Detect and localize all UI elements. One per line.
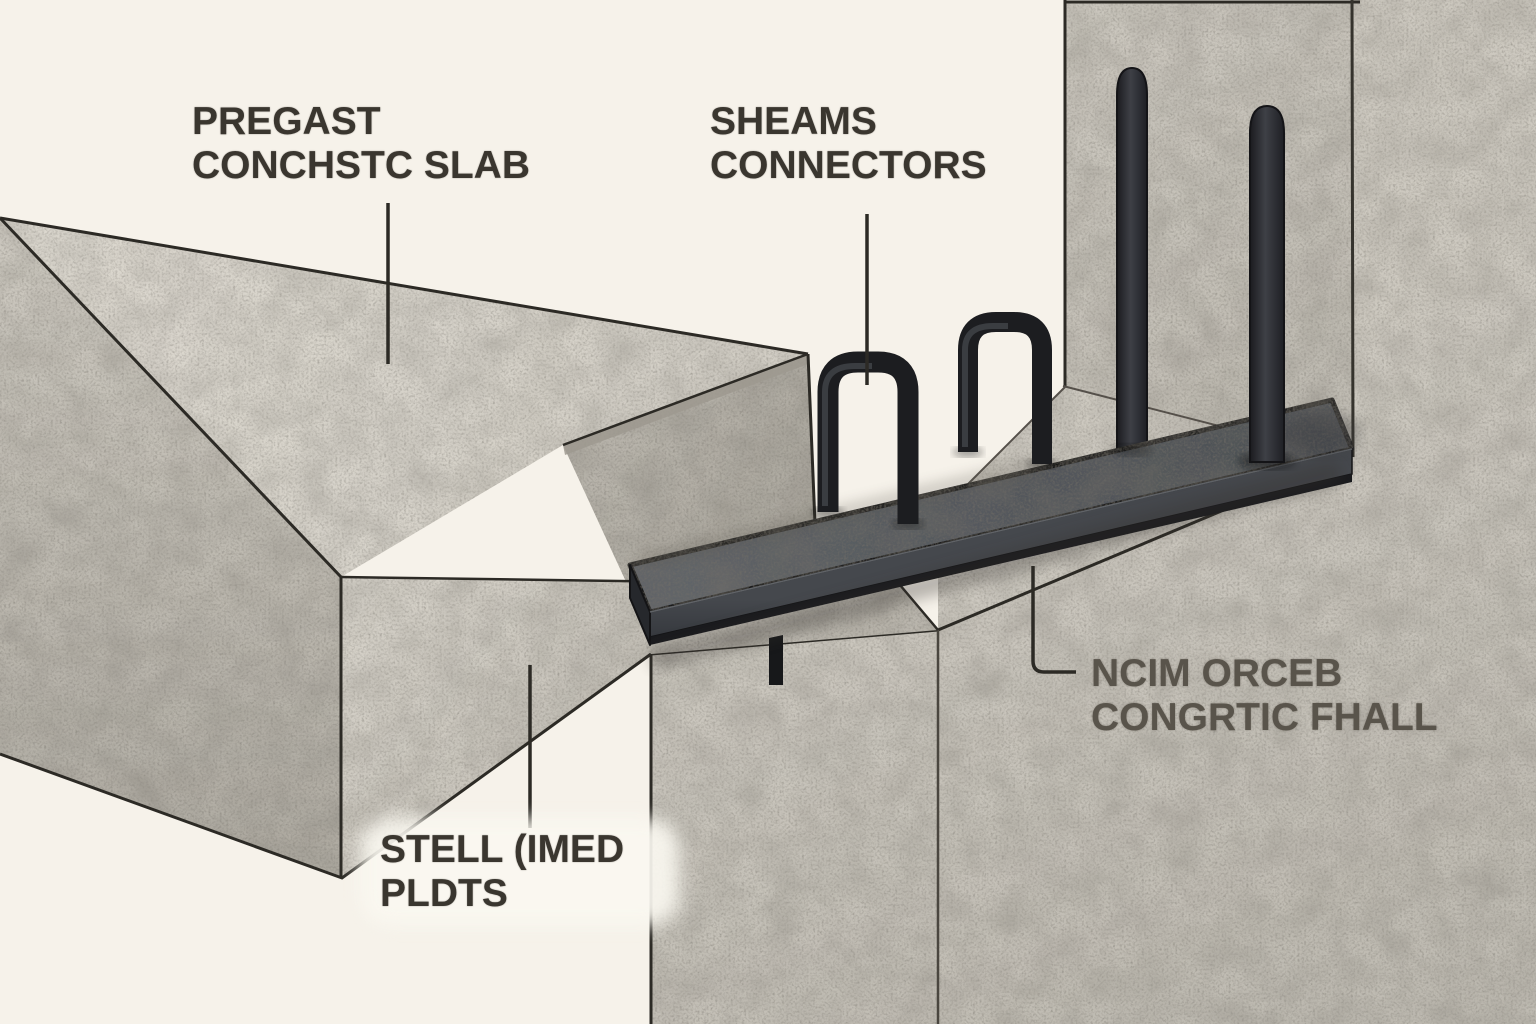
slab-back-top-edge	[0, 216, 809, 356]
wall-corner-smudge	[1280, 413, 1360, 457]
wall-side-and-lower-face	[651, 0, 1536, 1024]
label-background-smudge	[360, 818, 680, 926]
shear-connector-u2	[953, 312, 1057, 469]
plate-label: STELL (IMED PLDTS	[380, 828, 624, 916]
rebar1-base-shadow	[1112, 444, 1152, 456]
plate-cast-shadow	[650, 462, 1342, 670]
shear-connectors-label: SHEAMS CONNECTORS	[710, 100, 987, 188]
slab-front-left-edge	[0, 216, 343, 579]
wall-corner-seam	[1350, 0, 1355, 458]
shear-connectors-label-line2: CONNECTORS	[710, 144, 987, 187]
slab-bottom-edge	[0, 652, 652, 880]
steel-plate-anchor-tab	[769, 635, 783, 685]
slab-front-face	[341, 577, 938, 878]
slab-label-line1: PREGAST	[192, 100, 381, 143]
leader-line-wall	[1031, 566, 1076, 674]
slab-top-face	[0, 218, 808, 577]
steel-plate-left-end	[629, 564, 651, 646]
plate-label-line1: STELL (IMED	[380, 828, 625, 871]
plate-label-line2: PLDTS	[380, 872, 508, 915]
shear-connectors-label-line1: SHEAMS	[710, 100, 877, 143]
rebar-dowel-1	[1116, 66, 1148, 449]
slab-rebate-edge	[562, 352, 809, 447]
wall-upper-front-face	[1065, 2, 1352, 460]
slab-rebate-step	[563, 354, 808, 455]
slab-left-face	[0, 218, 341, 878]
rebar-dowel-2	[1239, 104, 1295, 469]
slab-label: PREGAST CONCHSTC SLAB	[192, 100, 530, 188]
plate-back-shadow	[639, 456, 1056, 566]
steel-plate-lit-edge	[649, 448, 1353, 613]
wall-label-line1: NCIM ORCEB	[1091, 652, 1343, 695]
wall-label: NCIM ORCEB CONGRTIC FHALL	[1091, 652, 1438, 740]
wall-label-line2: CONGRTIC FHALL	[1091, 696, 1438, 739]
slab-label-line2: CONCHSTC SLAB	[192, 144, 530, 187]
